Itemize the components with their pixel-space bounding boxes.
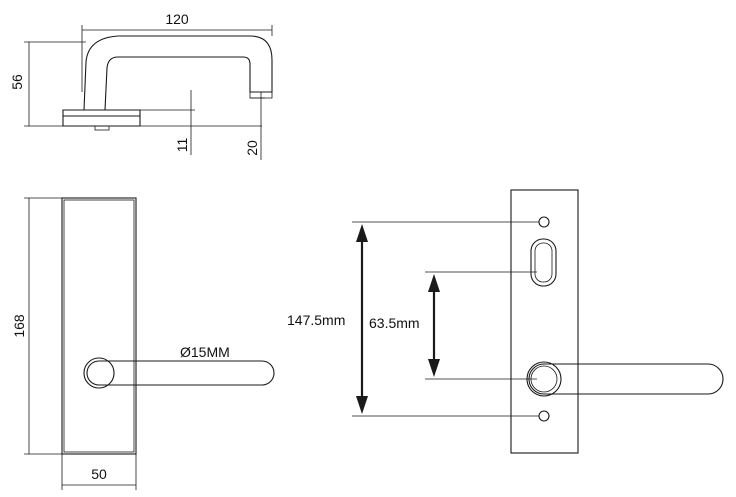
width-dim-label: 120: [165, 11, 189, 27]
slot-arrow-bottom: [428, 359, 440, 377]
side-lever-outline: [83, 35, 273, 111]
plate-lever: [528, 363, 724, 395]
slot-dim-label: 63.5mm: [369, 315, 420, 331]
front-width-dim-label: 50: [91, 466, 107, 482]
front-lever: [86, 360, 275, 386]
lever-end-dim-label: 20: [244, 140, 260, 156]
backplate: [510, 189, 579, 454]
front-plate: [61, 197, 137, 455]
keyhole-slot-inner: [534, 242, 553, 283]
fixing-arrow-bottom: [356, 396, 368, 414]
side-view: 120 56 11 20: [9, 11, 273, 160]
front-view: Ø15MM 168 50: [11, 197, 275, 490]
slot-arrow-top: [428, 274, 440, 292]
fixing-arrow-top: [356, 224, 368, 242]
front-height-dim-label: 168: [11, 314, 27, 338]
side-rose-notch: [94, 125, 110, 131]
lever-diameter-label: Ø15MM: [180, 344, 230, 360]
top-screw-hole: [538, 216, 550, 228]
front-rose: [83, 357, 115, 389]
fixing-dim-label: 147.5mm: [287, 312, 345, 328]
front-plate-inner: [63, 199, 135, 453]
rose-dim-label: 11: [174, 138, 190, 153]
side-rose-base: [62, 109, 141, 127]
bottom-screw-hole: [538, 410, 550, 422]
height-dim-label: 56: [9, 74, 25, 90]
plate-view: 147.5mm 63.5mm: [287, 189, 724, 454]
keyhole-slot: [530, 238, 557, 287]
